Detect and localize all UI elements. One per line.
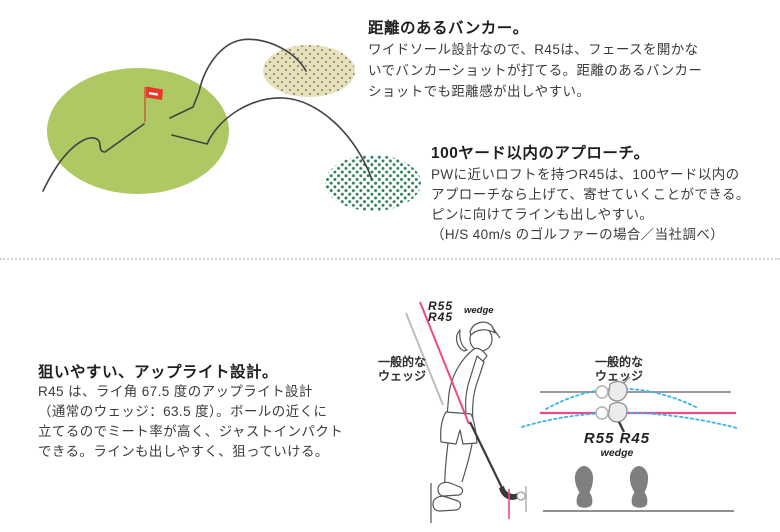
stance-r45-arc: [521, 411, 738, 429]
upright-section-title: 狙いやすい、アップライト設計。: [38, 364, 279, 381]
bunker-section-body: ワイドソール設計なので、R45は、フェースを開かな いでバンカーショットが打てる…: [368, 42, 703, 99]
club-label-r45: R45: [428, 310, 453, 324]
approach-section-body: PWに近いロフトを持つR45は、100ヤード以内の アプローチなら上げて、寄せて…: [431, 167, 750, 242]
trajectory-approach-shot: [171, 97, 373, 181]
flag-icon: [144, 86, 163, 122]
course-illustration: [42, 38, 421, 211]
putting-green: [47, 68, 229, 194]
stance-ball-generic: [595, 385, 609, 399]
stance-clubhead-r45: [607, 401, 628, 423]
golfer-shoe-back: [437, 481, 464, 497]
approach-zone-area: [325, 155, 421, 211]
trajectory-bunker-shot: [169, 38, 307, 119]
dotted-divider: [0, 258, 780, 260]
golfer-shorts: [440, 411, 478, 445]
golf-ball: [516, 491, 526, 501]
left-footprint: [574, 466, 594, 508]
stance-generic-label: 一般的な: [595, 354, 643, 369]
golfer-shoe-front: [432, 495, 462, 512]
golf-club: [469, 421, 527, 519]
bunker-section-title: 距離のあるバンカー。: [368, 20, 529, 37]
lie-angle-diagram: R55 R45 wedge 一般的な ウェッジ 一般的な ウェッジ R55 R4…: [378, 299, 738, 523]
svg-text:ウェッジ: ウェッジ: [378, 369, 426, 383]
club-label-wedge: wedge: [464, 305, 494, 316]
trajectory-left-shot: [42, 123, 145, 192]
footprints: [574, 466, 649, 508]
stance-ball-r45: [595, 406, 609, 420]
r45-wedge-angle-line: [419, 301, 470, 425]
bunker-sand-area: [263, 45, 355, 97]
stance-diagram: 一般的な ウェッジ R55 R45 wedge: [521, 354, 738, 512]
golfer-cap: [469, 321, 496, 336]
stance-club-label-sub: wedge: [601, 447, 634, 459]
right-footprint: [629, 466, 649, 508]
golfer-hair: [455, 329, 468, 352]
generic-wedge-angle-line: [405, 312, 444, 406]
generic-wedge-label: 一般的な: [378, 354, 426, 369]
stance-club-label: R55 R45: [584, 430, 650, 447]
upright-section-body: R45 は、ライ角 67.5 度のアップライト設計 （通常のウェッジ：63.5 …: [38, 384, 344, 459]
svg-text:ウェッジ: ウェッジ: [595, 369, 643, 383]
stance-clubhead-generic: [607, 380, 628, 402]
approach-section-title: 100ヤード以内のアプローチ。: [431, 145, 650, 162]
club-label-r55: R55: [428, 299, 453, 313]
golfer-illustration: [430, 321, 501, 523]
